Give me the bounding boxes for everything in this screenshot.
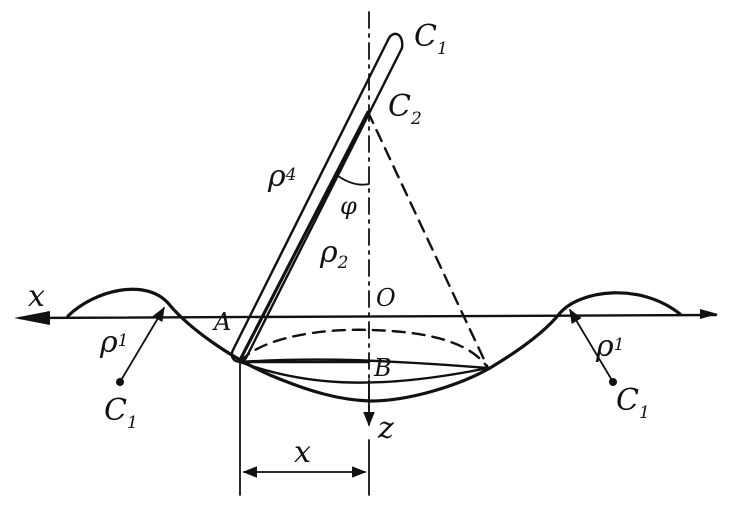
c1-left-point xyxy=(116,378,124,386)
dashed-cone-line xyxy=(366,110,490,370)
label-rho4: ρ4 xyxy=(267,159,296,194)
rho1-left-arrow xyxy=(119,306,165,383)
label-rho1-right: ρ1 xyxy=(595,329,624,364)
label-c2: C2 xyxy=(388,89,422,129)
label-rho1-left: ρ1 xyxy=(99,325,128,360)
label-x-dimension: x xyxy=(294,435,311,470)
surface-curve xyxy=(66,287,682,403)
dashed-arc xyxy=(238,328,490,370)
rod-outer-right xyxy=(244,46,404,360)
lens-lower-arc xyxy=(238,360,490,384)
phi-arc xyxy=(337,175,370,186)
label-c1-left: C1 xyxy=(104,393,138,433)
rod-top-cap xyxy=(386,32,404,50)
label-z-axis: z xyxy=(377,411,394,446)
c1-right-point xyxy=(609,378,617,386)
label-phi: φ xyxy=(340,192,357,220)
label-x-axis: x xyxy=(28,279,45,314)
rod-bottom-cap xyxy=(230,348,248,363)
label-o: O xyxy=(376,284,396,312)
rho2-line xyxy=(238,110,370,362)
lens-upper-arc xyxy=(238,358,490,370)
x-axis-line xyxy=(18,313,718,320)
label-b: B xyxy=(373,354,392,382)
label-c1-right: C1 xyxy=(616,383,650,423)
rod-outer-left xyxy=(231,38,390,352)
label-c1-top: C1 xyxy=(414,19,448,59)
label-rho2: ρ2 xyxy=(319,235,348,273)
x-axis-right-arrowhead xyxy=(700,309,718,319)
label-a: A xyxy=(212,308,231,336)
rho1-right-arrow xyxy=(569,308,614,383)
x-axis-arrowhead xyxy=(14,311,50,325)
